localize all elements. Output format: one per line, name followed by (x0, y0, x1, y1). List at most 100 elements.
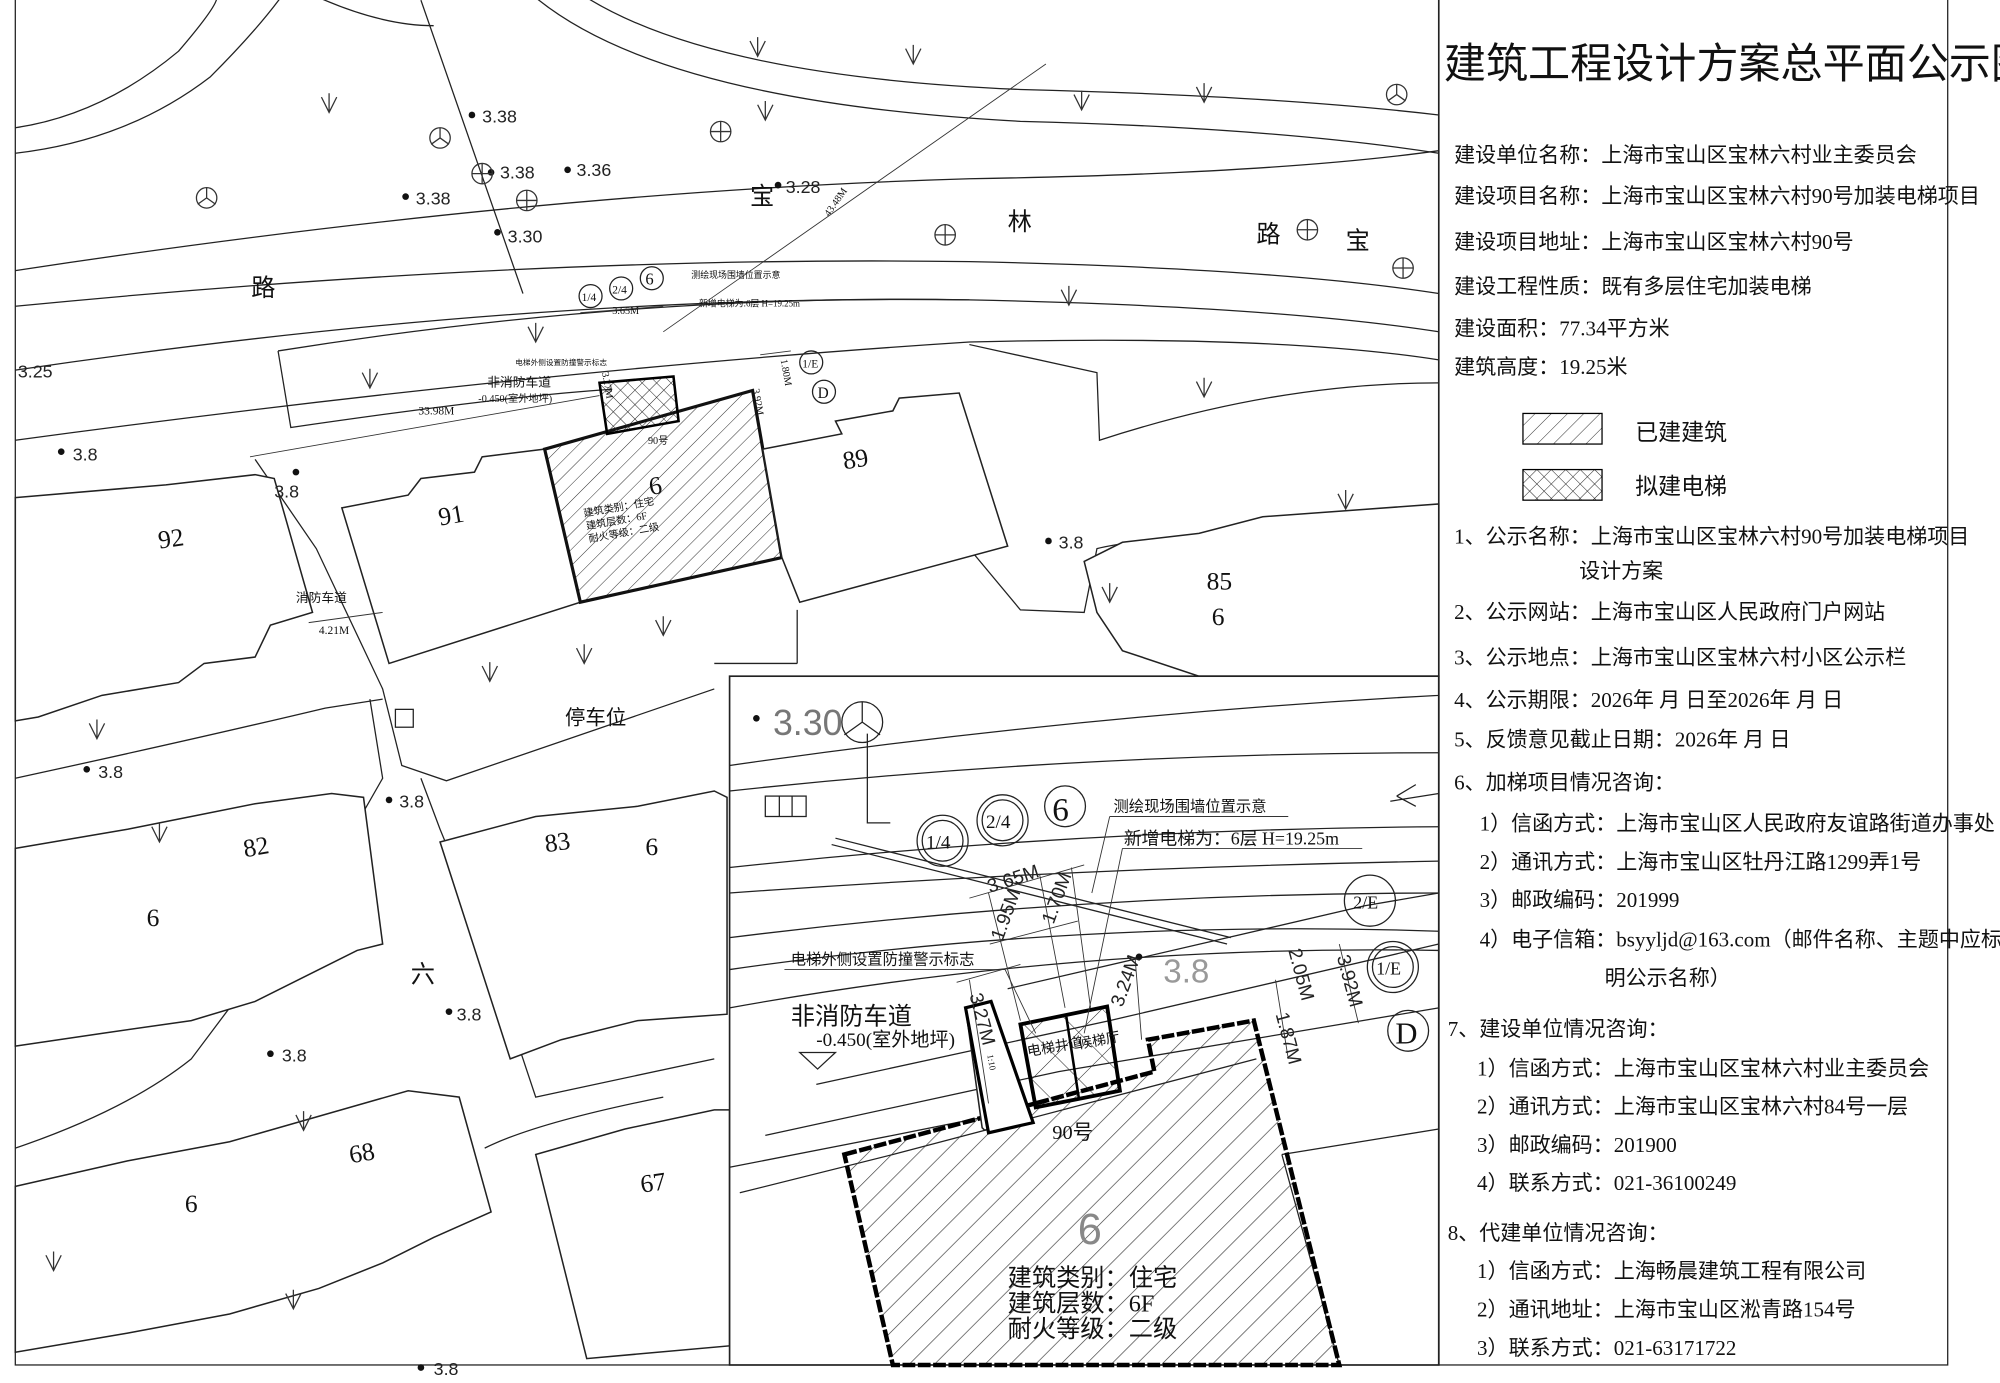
note: 新增电梯为:6层 H=19.25m (699, 297, 800, 308)
info-line: 建设单位名称：上海市宝山区宝林六村业主委员会 (1454, 143, 1917, 167)
notice-subitem: 2）通讯方式：上海市宝山区牡丹江路1299弄1号 (1480, 850, 1922, 874)
notice-item: 3、公示地点：上海市宝山区宝林六村小区公示栏 (1454, 646, 1906, 670)
building-label: 92 (156, 522, 185, 554)
notice-item: 7、建设单位情况咨询： (1448, 1017, 1669, 1041)
inset-elevation: 3.30 (773, 703, 843, 743)
building-82 (14, 792, 384, 1047)
notice-item: 6、加梯项目情况咨询： (1454, 771, 1675, 795)
notice-item: 1、公示名称：上海市宝山区宝林六村90号加装电梯项目 (1454, 525, 1969, 549)
inset-axis-label: 1/E (1376, 959, 1401, 979)
notice-subitem: 3）邮政编码：201999 (1480, 888, 1680, 912)
building-label: 6 (645, 832, 658, 861)
axis-label: 1/E (802, 359, 818, 371)
inset-building-big-label: 6 (1078, 1206, 1102, 1254)
axis-bubble (1366, 940, 1420, 994)
note: 电梯外侧设置防撞警示标志 (515, 357, 607, 367)
elevation: 3.25 (18, 362, 53, 382)
note-warning: 电梯外侧设置防撞警示标志 (791, 950, 975, 968)
axis-label: D (818, 385, 829, 402)
elevator-main (598, 375, 680, 436)
inset-axis-label: 2/4 (986, 812, 1011, 833)
inset-axis-label: D (1395, 1017, 1417, 1051)
building-label: 67 (638, 1166, 668, 1198)
notice-subitem: 3）联系方式：021-63171722 (1477, 1336, 1736, 1360)
inset-ground-level: -0.450(室外地坪) (816, 1029, 955, 1051)
info-line: 建设项目名称：上海市宝山区宝林六村90号加装电梯项目 (1454, 184, 1980, 208)
elevation: 3.28 (786, 177, 821, 197)
inset-building-number: 90号 (1052, 1122, 1093, 1144)
info-line: 建筑高度：19.25米 (1454, 355, 1628, 379)
notice-subitem: 4）联系方式：021-36100249 (1477, 1171, 1736, 1195)
notice-item: 2、公示网站：上海市宝山区人民政府门户网站 (1454, 600, 1885, 624)
road-char: 路 (1256, 222, 1280, 249)
notice-panel: 建筑工程设计方案总平面公示图 建设单位名称：上海市宝山区宝林六村业主委员会 建设… (1437, 0, 2000, 1365)
axis-bubble (1387, 1009, 1430, 1052)
building-85 (1083, 503, 1440, 677)
notice-subitem: 2）通讯地址：上海市宝山区淞青路154号 (1477, 1298, 1856, 1322)
building-label: 91 (436, 499, 466, 532)
dim-label: 43.48M (823, 186, 850, 219)
building-label: 82 (241, 830, 271, 863)
note: 测绘现场围墙位置示意 (691, 269, 780, 280)
inset-elevation-2: 3.8 (1163, 953, 1209, 990)
elevation: 3.36 (577, 160, 612, 180)
inset-detail: 3.30 3.8 6 90号 建筑类别：住宅 建筑层数：6F 耐火等级：二级 电… (728, 675, 1440, 1368)
axis-bubble (1044, 785, 1087, 828)
elevation: 3.8 (73, 445, 98, 465)
info-line: 建设面积：77.34平方米 (1454, 317, 1670, 341)
axis-label: 6 (645, 270, 653, 289)
inset-axis-label: 6 (1052, 791, 1069, 828)
inset-building-prop: 耐火等级：二级 (1008, 1316, 1178, 1343)
elevation: 3.38 (482, 107, 517, 127)
inset-building-prop: 建筑层数：6F (1008, 1290, 1155, 1317)
elevation: 3.8 (1059, 533, 1084, 553)
notice-subitem: 4）电子信箱：bsyyljd@163.com（邮件名称、主题中应标 (1480, 928, 2000, 952)
legend-label: 已建建筑 (1635, 420, 1727, 445)
elevation: 3.38 (500, 163, 535, 183)
notice-item: 设计方案 (1579, 559, 1663, 583)
dim-label: 3.92M (750, 388, 766, 416)
inset-non-fire-lane: 非消防车道 (791, 1003, 912, 1030)
road-char: 林 (1008, 209, 1032, 236)
legend-swatch-existing (1522, 412, 1603, 445)
main-plan: 92 91 6 89 85 6 82 6 83 6 68 6 67 建筑类别：住… (14, 0, 1949, 1379)
elevation: 3.8 (399, 792, 424, 812)
notice-item: 5、反馈意见截止日期：2026年 月 日 (1454, 727, 1790, 751)
notice-item: 4、公示期限：2026年 月 日至2026年 月 日 (1454, 688, 1843, 712)
building-label: 83 (543, 826, 572, 858)
building-91 (340, 448, 582, 665)
building-92 (14, 473, 314, 722)
road-char: 路 (251, 275, 275, 302)
note-fence: 测绘现场围墙位置示意 (1114, 797, 1267, 815)
notice-subitem: 3）邮政编码：201900 (1477, 1133, 1677, 1157)
road-char: 六 (411, 961, 435, 988)
road-char: 宝 (750, 183, 774, 210)
hall-label: 候梯厅 (1077, 1030, 1121, 1053)
building-83 (439, 790, 728, 1060)
axis-bubble (916, 814, 969, 867)
dim-label: 4.21M (319, 625, 349, 637)
building-label: 6 (647, 470, 665, 501)
inset-axis-label: 2/E (1353, 892, 1378, 912)
parking-label: 停车位 (565, 707, 626, 730)
inset-building-90 (841, 1018, 1343, 1368)
notice-subitem: 2）通讯方式：上海市宝山区宝林六村84号一层 (1477, 1095, 1908, 1119)
elevation: 3.30 (508, 227, 543, 247)
axis-bubble (1343, 874, 1397, 927)
info-line: 建设工程性质：既有多层住宅加装电梯 (1454, 275, 1812, 299)
axis-label: 2/4 (612, 285, 627, 297)
legend-label: 拟建电梯 (1635, 474, 1727, 499)
elevation: 3.38 (416, 188, 451, 208)
legend-swatch-elevator (1522, 468, 1603, 501)
building-label: 68 (347, 1136, 377, 1169)
notice-item: 8、代建单位情况咨询： (1448, 1221, 1669, 1245)
ramp-label: 1:10 (985, 1054, 998, 1072)
dim-label: 1.80M (778, 358, 794, 386)
road-char: 宝 (1346, 228, 1370, 255)
inset-building-prop: 建筑类别：住宅 (1008, 1265, 1178, 1292)
buildings (14, 375, 1440, 1360)
axis-label: 1/4 (582, 292, 597, 304)
elevation: 3.8 (457, 1005, 482, 1025)
notice-subitem: 明公示名称） (1605, 966, 1731, 990)
